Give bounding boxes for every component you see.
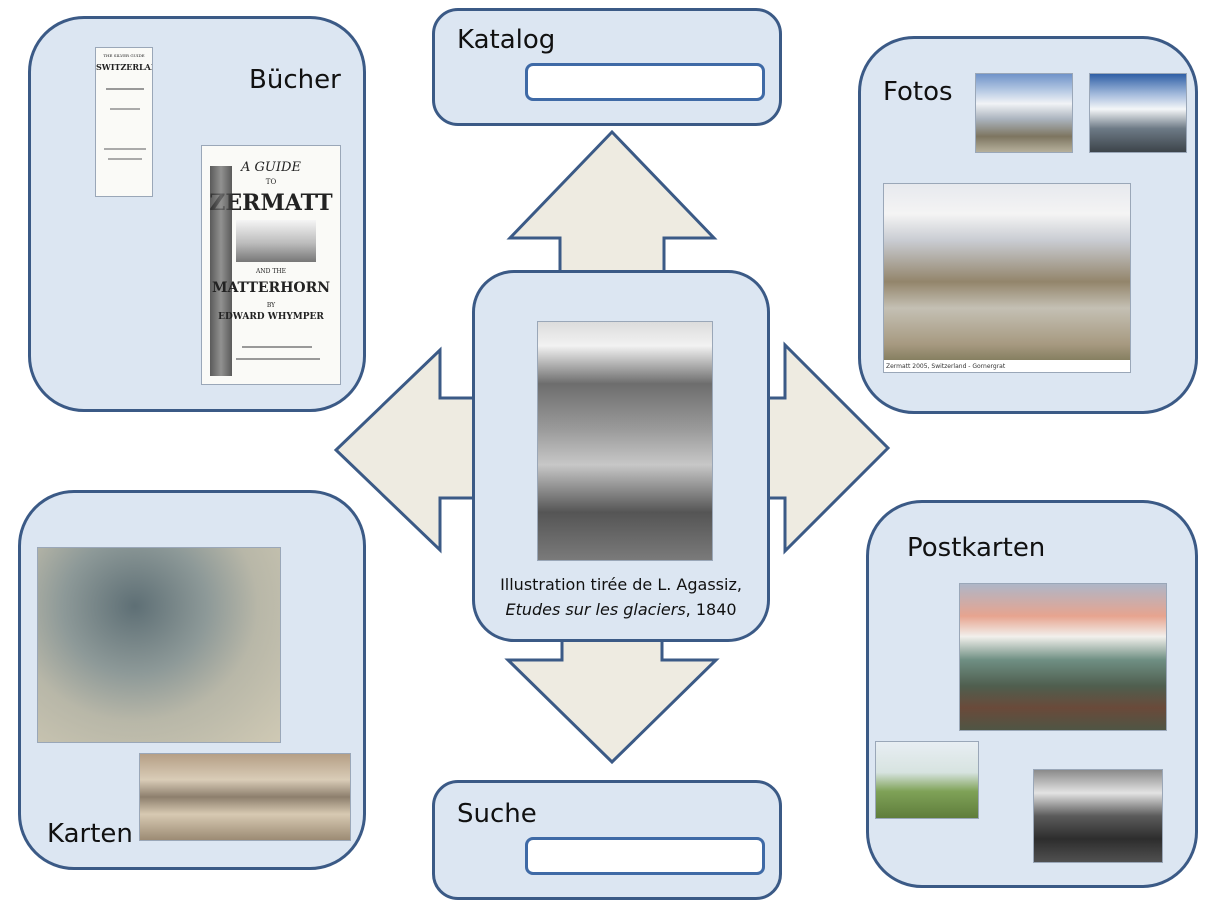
agassiz-glacier-illustration[interactable] (537, 321, 713, 561)
book2-title-and: AND THE (256, 268, 286, 275)
book2-tree-engraving (210, 166, 232, 376)
maps-panel[interactable]: Karten (18, 490, 366, 870)
caption-line1: Illustration tirée de L. Agassiz, (500, 575, 742, 594)
photo-glacier-1[interactable] (975, 73, 1073, 153)
caption-italic-title: Etudes sur les glaciers (505, 600, 686, 619)
book2-author: EDWARD WHYMPER (218, 312, 324, 322)
map-panorama-image[interactable] (139, 753, 351, 841)
book1-title: SWITZERLAND (96, 62, 152, 72)
center-caption: Illustration tirée de L. Agassiz, Etudes… (476, 572, 766, 622)
photos-label: Fotos (883, 77, 953, 107)
map-aerial-image[interactable] (37, 547, 281, 743)
postcard-bw-railway[interactable] (1033, 769, 1163, 863)
postcard-matterhorn-train[interactable] (959, 583, 1167, 731)
book2-by: BY (266, 302, 276, 309)
postcard-hotel-hill[interactable] (875, 741, 979, 819)
search-panel: Suche (432, 780, 782, 900)
catalog-label: Katalog (457, 25, 556, 55)
photo-big-caption: Zermatt 2005, Switzerland - Gornergrat (886, 363, 1006, 370)
book-switzerland-cover[interactable]: THE SILVER GUIDE SWITZERLAND (95, 47, 153, 197)
book-zermatt-cover[interactable]: A GUIDE TO ZERMATT AND THE MATTERHORN BY… (201, 145, 341, 385)
photo-gornergrat-large[interactable]: Zermatt 2005, Switzerland - Gornergrat (883, 183, 1131, 373)
photos-panel[interactable]: Fotos Zermatt 2005, Switzerland - Gorner… (858, 36, 1198, 414)
photo-glacier-2[interactable] (1089, 73, 1187, 153)
arrow-up (506, 129, 718, 274)
postcards-label: Postkarten (907, 533, 1046, 563)
search-input[interactable] (525, 837, 765, 875)
caption-line2: Etudes sur les glaciers, 1840 (476, 597, 766, 622)
search-label: Suche (457, 799, 537, 829)
book1-small-title: THE SILVER GUIDE (103, 53, 145, 58)
arrow-down (504, 638, 720, 765)
caption-year: , 1840 (685, 600, 737, 619)
catalog-input[interactable] (525, 63, 765, 101)
postcards-panel[interactable]: Postkarten (866, 500, 1198, 888)
maps-label: Karten (47, 819, 133, 849)
book2-mountain-engraving (236, 220, 316, 262)
book2-title-mtn: MATTERHORN (211, 280, 331, 296)
center-panel (472, 270, 770, 642)
catalog-panel: Katalog (432, 8, 782, 126)
book2-title-a: A GUIDE (241, 160, 301, 175)
book2-title-to: TO (265, 178, 277, 186)
books-label: Bücher (249, 65, 341, 95)
books-panel[interactable]: Bücher THE SILVER GUIDE SWITZERLAND A GU… (28, 16, 366, 412)
